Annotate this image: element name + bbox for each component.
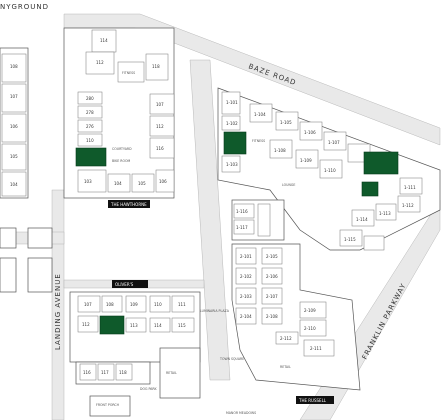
hawthorne-amenity: FITNESS: [122, 71, 135, 75]
left-unit: 107: [10, 94, 18, 99]
center-unit: 1-106: [304, 130, 316, 135]
bottom-unit: 112: [82, 322, 90, 327]
hawthorne-unit: 116: [156, 146, 164, 151]
hawthorne-unit: 106: [159, 179, 167, 184]
left-unit: 104: [10, 182, 18, 187]
hawthorne-highlight: [75, 147, 107, 167]
russell-label: THE RUSSELL: [298, 398, 327, 403]
bottom-highlight: [99, 315, 125, 335]
left-building: 108 107 106 105 104: [0, 47, 29, 199]
bottom-unit: 116: [83, 370, 91, 375]
left-unit: 108: [10, 64, 18, 69]
hawthorne-unit: 114: [100, 38, 108, 43]
bottom-unit: 111: [178, 302, 186, 307]
landing-avenue-label: LANDING AVENUE: [54, 273, 62, 350]
bottom-unit: 117: [101, 370, 109, 375]
lower-unit: 2-106: [266, 274, 278, 279]
russell-label-bg: [296, 396, 334, 404]
lower-unit: 2-109: [304, 308, 316, 313]
bottom-building: 107 108 109 110 111 112 113 114 115 116 …: [69, 291, 201, 417]
hawthorne-label-bg: [108, 200, 150, 208]
center-unit: 1-115: [344, 237, 356, 242]
lower-unit: 2-103: [240, 294, 252, 299]
olivers-label: OLIVER'S: [115, 282, 134, 287]
center-unit: 1-110: [324, 168, 336, 173]
center-building: 1-101 1-102 1-103 1-104 1-105 1-106 1-10…: [217, 87, 441, 251]
lower-unit: 2-108: [266, 314, 278, 319]
center-unit: 1-103: [226, 162, 238, 167]
hawthorne-unit: 107: [156, 102, 164, 107]
center-unit: 1-107: [328, 140, 340, 145]
bottom-amenity: DOG PARK: [140, 387, 158, 391]
bottom-unit: 118: [119, 370, 127, 375]
hawthorne-unit: 118: [152, 64, 160, 69]
center-unit: 1-101: [226, 100, 238, 105]
top-left-label: NYGROUND: [0, 3, 49, 11]
lower-unit: 2-105: [266, 254, 278, 259]
lower-unit: 2-102: [240, 274, 252, 279]
bottom-unit: 108: [106, 302, 114, 307]
middle-unit: 1-117: [236, 225, 248, 230]
hawthorne-unit: 280: [86, 96, 94, 101]
hawthorne-label: THE HAWTHORNE: [110, 202, 147, 207]
bottom-unit: 114: [154, 323, 162, 328]
bottom-unit: 115: [178, 323, 186, 328]
center-unit: 1-111: [404, 185, 416, 190]
hawthorne-unit: 112: [96, 60, 104, 65]
center-amenity: FITNESS: [252, 139, 265, 143]
hawthorne-unit: 110: [86, 138, 94, 143]
center-unit: 1-112: [402, 203, 414, 208]
retail-label: RETAIL: [280, 365, 291, 369]
center-unit: 1-108: [274, 148, 286, 153]
center-highlight-3: [361, 181, 379, 197]
middle-unit: 1-116: [236, 209, 248, 214]
lower-unit: 2-107: [266, 294, 278, 299]
center-amenity: LOUNGE: [282, 183, 295, 187]
hawthorne-amenity: COURTYARD: [112, 147, 132, 151]
hawthorne-unit: 104: [114, 181, 122, 186]
center-unit: 1-102: [226, 121, 238, 126]
center-unit: 1-105: [280, 120, 292, 125]
lower-left-blocks: [0, 227, 53, 293]
bottom-street-label: MANOR MEADOWS: [226, 411, 256, 415]
hawthorne-unit: 103: [84, 179, 92, 184]
bottom-amenity: FRONT PORCH: [96, 403, 120, 407]
lower-building: 2-101 2-102 2-103 2-104 2-105 2-106 2-10…: [200, 243, 361, 404]
left-unit: 105: [10, 154, 18, 159]
bottom-unit: 110: [154, 302, 162, 307]
hawthorne-unit: 105: [138, 181, 146, 186]
center-highlight-1: [223, 131, 247, 155]
lower-unit: 2-112: [280, 336, 292, 341]
center-highlight-2: [363, 151, 399, 175]
center-amenity: LUMINARIA PLAZA: [200, 309, 230, 313]
olivers-label-bg: [112, 280, 148, 288]
hawthorne-building: 114 112 280 278 276 110 103 104 105 106 …: [63, 27, 175, 208]
left-unit: 106: [10, 124, 18, 129]
center-unit: 1-113: [379, 211, 391, 216]
hawthorne-unit: 276: [86, 124, 94, 129]
center-unit: 1-104: [254, 112, 266, 117]
middle-building: 1-116 1-117: [231, 199, 285, 241]
bottom-unit: 113: [130, 323, 138, 328]
hawthorne-unit: 278: [86, 110, 94, 115]
hawthorne-unit: 112: [156, 124, 164, 129]
bottom-amenity: RETAIL: [166, 371, 177, 375]
bottom-unit: 109: [130, 302, 138, 307]
center-unit: 1-109: [300, 158, 312, 163]
center-amenity: TOWN SQUARE: [219, 357, 244, 361]
lower-unit: 2-101: [240, 254, 252, 259]
lower-unit: 2-104: [240, 314, 252, 319]
lower-unit: 2-110: [304, 326, 316, 331]
bottom-unit: 107: [84, 302, 92, 307]
center-unit: 1-114: [356, 217, 368, 222]
hawthorne-amenity: BIKE ROOM: [112, 159, 130, 163]
lower-unit: 2-111: [310, 346, 322, 351]
